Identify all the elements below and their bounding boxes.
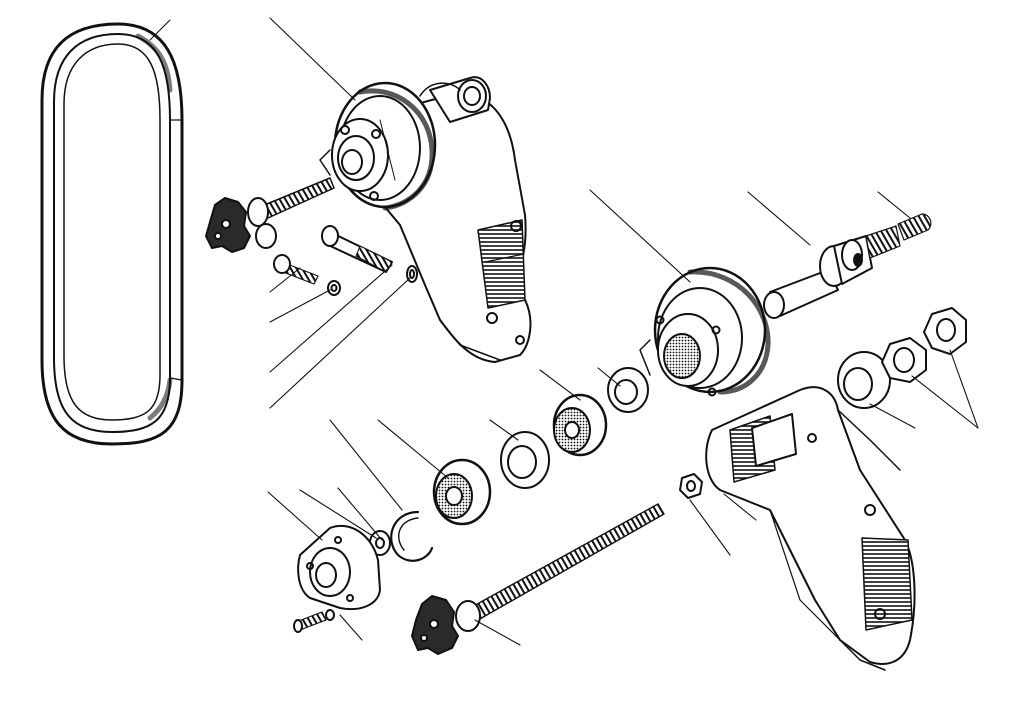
- upper-pulley-bracket: [319, 76, 532, 363]
- long-adjusting-rod: [411, 503, 665, 655]
- pulley-spindle: [763, 213, 932, 319]
- small-nut: [679, 473, 703, 499]
- drive-belt: [40, 22, 184, 446]
- upper-bolts: [273, 225, 418, 296]
- bearing-stack: [369, 367, 649, 562]
- end-cap: [293, 524, 381, 633]
- lower-bracket: [705, 386, 916, 671]
- right-washers-nuts: [837, 307, 967, 409]
- upper-adjusting-screw: [205, 177, 335, 253]
- lower-pulley: [639, 266, 771, 397]
- leader-lines: [149, 17, 979, 646]
